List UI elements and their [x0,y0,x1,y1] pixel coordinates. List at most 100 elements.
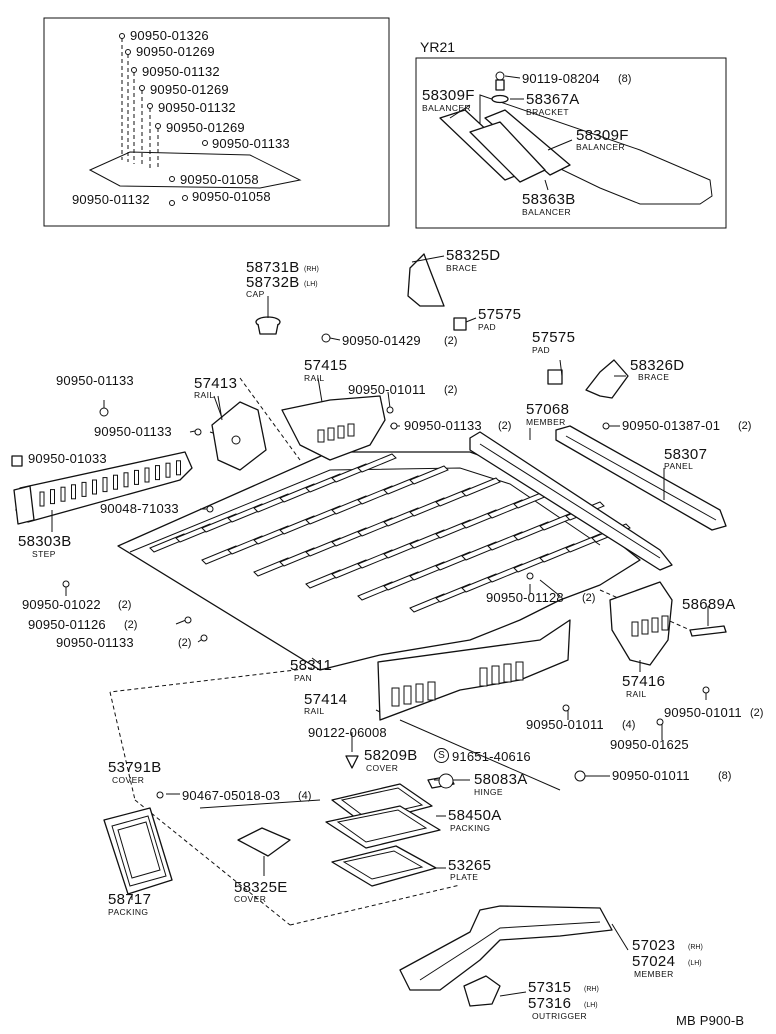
rail-57415-name: RAIL [304,373,325,383]
grommet-01429-qty: (2) [444,335,458,347]
rail-57413-shape [211,395,267,471]
outrigger-57316-num: 57316 [528,995,572,1012]
cap-name: CAP [246,289,265,299]
step-58303B-slots [39,460,181,507]
hinge-58083A-num: 58083A [474,771,528,788]
step-slot [134,469,139,485]
inset-b-frame [415,57,727,229]
outrigger-57315-shape [463,975,501,1007]
panel-58307-num: 58307 [664,446,708,463]
plug-01387-qty: (2) [738,420,752,432]
packing-58717-name: PACKING [108,907,149,917]
cap-58731B-shape [255,316,281,335]
packing-58450A-num: 58450A [448,807,502,824]
step-slot [92,479,97,495]
pad-right-num: 57575 [532,329,576,346]
inset-a-frame [43,17,390,227]
plug-01133-bottom-num: 90950-01133 [56,635,134,650]
screw-05018-num: 90467-05018-03 [182,788,281,803]
inset-a-part-5: 90950-01132 [158,100,236,115]
inset-b-balancer-right-num: 58309F [576,127,629,144]
clip-71033-num: 90048-71033 [100,501,179,516]
plug-01033-num: 90950-01033 [28,451,107,466]
member-57023-num: 57023 [632,937,676,954]
inset-b-balancer-left-num: 58309F [422,87,475,104]
rail-57413-name: RAIL [194,390,215,400]
cap-rh-tag: (RH) [304,266,319,273]
rail-57415-shape [281,395,386,461]
step-slot [50,489,55,505]
cover-58325E-num: 58325E [234,879,288,896]
step-slot [113,474,118,490]
floor-pan-ribs [149,453,631,613]
brace-right-name: BRACE [638,372,670,382]
step-58303B-num: 58303B [18,533,72,550]
inset-a-panel [88,33,302,206]
step-slot [39,491,45,507]
fastener-dots [11,333,710,799]
cover-58209B-name: COVER [366,763,399,773]
step-slot [155,465,160,481]
inset-b-bolt-qty: (8) [618,73,632,85]
rail-57416-name: RAIL [626,689,647,699]
inset-b-balancer-right-name: BALANCER [576,142,626,152]
packing-58450A-shape [325,805,441,849]
plug-01011-big-num: 90950-01011 [612,768,690,783]
inset-b-balancer-left-name: BALANCER [422,103,472,113]
plug-01133-bottom-qty: (2) [178,637,192,649]
brace-58326D-shape [585,359,629,399]
inset-b-balancers [439,71,713,205]
pad-top-name: PAD [478,322,497,332]
member-57024-tag: (LH) [688,960,702,967]
member-57068-num: 57068 [526,401,570,418]
inset-a-part-1: 90950-01326 [130,28,209,43]
step-slot [60,486,66,502]
step-slot [165,462,171,478]
plug-01022-num: 90950-01022 [22,597,101,612]
cover-53791B-shape [103,807,173,895]
plate-53265-num: 53265 [448,857,492,874]
member-57068-name: MEMBER [526,417,566,427]
outrigger-5731x-name: OUTRIGGER [532,1011,588,1021]
step-slot [71,484,76,500]
inset-a-part-3: 90950-01132 [142,64,220,79]
inset-b-bracket-num: 58367A [526,91,580,108]
inset-a-part-8: 90950-01058 [180,172,259,187]
rail-57414-name: RAIL [304,706,325,716]
plug-01011-r1-qty: (2) [750,707,764,719]
plate-53265-shape [331,845,437,887]
outrigger-57315-tag: (RH) [584,986,599,993]
inset-b-bolt-num: 90119-08204 [522,71,600,86]
cover-58325E-shape [237,827,291,857]
step-58303B-name: STEP [32,549,56,559]
inset-b-balancer-bottom-num: 58363B [522,191,576,208]
plug-01133-left-num: 90950-01133 [56,373,134,388]
member-57024-num: 57024 [632,953,676,970]
outrigger-57316-tag: (LH) [584,1002,598,1009]
outrigger-57315-num: 57315 [528,979,572,996]
packing-58450A-name: PACKING [450,823,491,833]
inset-a-part-10: 90950-01058 [192,189,271,204]
plate-58689A-num: 58689A [682,596,736,613]
brace-top-num: 58325D [446,247,501,264]
step-slot [102,477,108,493]
cover-58209B-num: 58209B [364,747,418,764]
member-57023-tag: (RH) [688,944,703,951]
plug-01011-r1-num: 90950-01011 [664,705,742,720]
inset-b-balancer-bottom-name: BALANCER [522,207,572,217]
cap-lh-num: 58732B [246,274,300,291]
plug-01011-big-qty: (8) [718,770,732,782]
brace-58325D-shape [407,253,445,307]
panel-58307-shape [555,425,727,531]
cover-53791B-num: 53791B [108,759,162,776]
pan-rib [461,477,501,497]
plug-01126-qty: (2) [124,619,138,631]
rail-57414-num: 57414 [304,691,348,708]
member-57068-shape [469,431,673,571]
screw-06008-num: 90122-06008 [308,725,387,740]
plug-01128-num: 90950-01128 [486,590,564,605]
inset-a-part-6: 90950-01269 [166,120,245,135]
plug-01011-r2-qty: (4) [622,719,636,731]
pan-58311-name: PAN [294,673,313,683]
